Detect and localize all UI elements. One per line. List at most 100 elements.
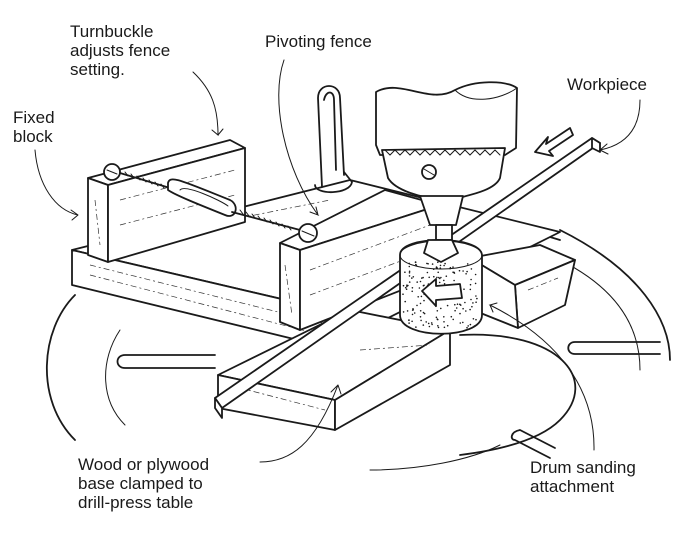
sandpaper-grit-dot — [472, 302, 474, 304]
sandpaper-grit-dot — [422, 311, 425, 314]
sandpaper-grit-dot — [453, 279, 455, 282]
table-edge-left — [45, 294, 76, 441]
sandpaper-grit-dot — [475, 318, 477, 321]
sandpaper-grit-dot — [402, 311, 405, 313]
table-center-ring — [459, 333, 577, 456]
sandpaper-grit-dot — [469, 323, 472, 326]
sandpaper-grit-dot — [419, 280, 422, 283]
sandpaper-grit-dot — [459, 303, 461, 306]
sandpaper-grit-dot — [465, 273, 467, 275]
leader-pivoting-fence — [278, 59, 320, 217]
sandpaper-grit-dot — [439, 277, 441, 280]
sandpaper-grit-dot — [443, 316, 445, 318]
sandpaper-grit-dot — [475, 301, 477, 304]
sandpaper-grit-dot — [444, 262, 446, 265]
sandpaper-grit-dot — [459, 312, 461, 315]
sandpaper-grit-dot — [431, 263, 434, 265]
sandpaper-grit-dot — [453, 272, 456, 274]
sandpaper-grit-dot — [427, 322, 430, 325]
sandpaper-grit-dot — [431, 323, 433, 326]
sandpaper-grit-dot — [443, 321, 445, 323]
sandpaper-grit-dot — [415, 263, 417, 266]
sandpaper-grit-dot — [408, 272, 411, 274]
sandpaper-grit-dot — [437, 325, 439, 327]
sandpaper-grit-dot — [437, 261, 439, 264]
fixed-block — [87, 139, 246, 263]
sandpaper-grit-dot — [415, 326, 417, 328]
sandpaper-grit-dot — [428, 325, 431, 328]
leader-fixed-block — [34, 149, 79, 221]
sandpaper-grit-dot — [422, 276, 424, 279]
label-pivoting-fence: Pivoting fence — [265, 32, 372, 51]
sandpaper-grit-dot — [406, 284, 408, 287]
sandpaper-grit-dot — [416, 281, 419, 283]
label-base-line-3: drill-press table — [78, 493, 194, 512]
sandpaper-grit-dot — [402, 293, 404, 296]
label-drum-line-1: Drum sanding — [530, 458, 636, 477]
sandpaper-grit-dot — [420, 295, 423, 298]
sandpaper-grit-dot — [430, 322, 433, 324]
sandpaper-grit-dot — [436, 310, 439, 312]
label-turnbuckle-line-3: setting. — [70, 60, 125, 79]
sandpaper-grit-dot — [419, 316, 422, 318]
sandpaper-grit-dot — [411, 287, 414, 289]
label-base-line-2: base clamped to — [78, 474, 203, 493]
sanding-drum — [399, 239, 483, 335]
sandpaper-grit-dot — [426, 271, 429, 274]
sandpaper-grit-dot — [462, 270, 464, 272]
label-workpiece: Workpiece — [567, 75, 647, 94]
sandpaper-grit-dot — [412, 308, 414, 310]
sandpaper-grit-dot — [469, 288, 472, 291]
sandpaper-grit-dot — [408, 275, 411, 277]
sandpaper-grit-dot — [409, 326, 411, 329]
sandpaper-grit-dot — [420, 319, 422, 322]
sandpaper-grit-dot — [404, 300, 407, 303]
label-drum: Drum sanding attachment — [530, 458, 636, 496]
sandpaper-grit-dot — [439, 267, 442, 269]
sandpaper-grit-dot — [406, 310, 409, 312]
label-pivoting-fence-line-1: Pivoting fence — [265, 32, 372, 51]
label-base: Wood or plywood base clamped to drill-pr… — [78, 455, 209, 512]
leader-drum — [488, 302, 595, 451]
sandpaper-grit-dot — [471, 305, 473, 308]
sandpaper-grit-dot — [446, 324, 449, 327]
sandpaper-grit-dot — [437, 326, 440, 329]
sandpaper-grit-dot — [408, 270, 411, 273]
sandpaper-grit-dot — [427, 263, 429, 265]
sandpaper-grit-dot — [408, 265, 411, 268]
sandpaper-texture — [402, 261, 478, 329]
sandpaper-grit-dot — [445, 275, 448, 278]
sandpaper-grit-dot — [423, 299, 425, 302]
sandpaper-grit-dot — [450, 315, 453, 318]
sandpaper-grit-dot — [473, 325, 476, 327]
sandpaper-grit-dot — [421, 277, 423, 279]
sandpaper-grit-dot — [411, 320, 413, 323]
table-slot-left — [116, 354, 216, 369]
sandpaper-grit-dot — [466, 326, 468, 329]
sandpaper-grit-dot — [470, 268, 473, 270]
sandpaper-grit-dot — [411, 277, 413, 279]
sandpaper-grit-dot — [404, 286, 407, 289]
sandpaper-grit-dot — [443, 326, 446, 329]
rotation-arrow-icon — [421, 278, 463, 307]
label-base-line-1: Wood or plywood — [78, 455, 210, 474]
sandpaper-grit-dot — [452, 266, 454, 268]
sandpaper-grit-dot — [436, 276, 438, 279]
sandpaper-grit-dot — [466, 263, 469, 265]
sandpaper-grit-dot — [462, 307, 464, 310]
sandpaper-grit-dot — [464, 301, 466, 304]
sandpaper-grit-dot — [411, 313, 414, 316]
sandpaper-grit-dot — [440, 276, 442, 279]
sandpaper-grit-dot — [418, 287, 421, 289]
sandpaper-grit-dot — [470, 298, 472, 301]
leader-lines — [34, 59, 641, 463]
sandpaper-grit-dot — [475, 295, 477, 297]
sandpaper-grit-dot — [408, 319, 410, 322]
sandpaper-grit-dot — [465, 310, 467, 312]
label-fixed-block-line-2: block — [13, 127, 53, 146]
sandpaper-grit-dot — [419, 310, 422, 312]
sandpaper-grit-dot — [411, 290, 414, 293]
sandpaper-grit-dot — [472, 318, 475, 320]
sandpaper-grit-dot — [408, 322, 410, 324]
